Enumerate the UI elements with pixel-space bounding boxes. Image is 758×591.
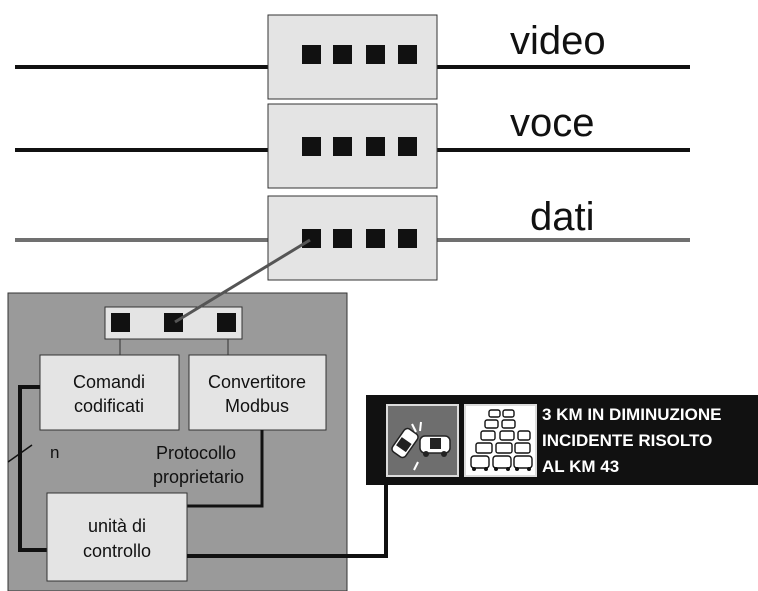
controllo-line-1: unità di: [88, 516, 146, 536]
convertitore-line-1: Convertitore: [208, 372, 306, 392]
unita-di-controllo-block: unità di controllo: [46, 492, 188, 582]
comandi-line-1: Comandi: [73, 372, 145, 392]
bus-width-label: n: [50, 443, 59, 462]
car-crash-icon: [386, 404, 459, 477]
comandi-to-controllo-bus: [18, 385, 47, 552]
cabinet-connector: [104, 306, 243, 340]
convertitore-to-controllo-link: [187, 430, 264, 508]
convertitore-modbus-block: Convertitore Modbus: [188, 354, 327, 431]
channel-label-dati: dati: [530, 195, 595, 239]
bus-n-tick: [7, 444, 33, 463]
comandi-codificati-block: Comandi codificati: [39, 354, 180, 431]
dati-link-line: [174, 238, 311, 324]
variable-message-sign: 3 KM IN DIMINUZIONE INCIDENTE RISOLTO AL…: [366, 395, 758, 485]
traffic-queue-icon: [464, 404, 537, 477]
video-mux-box: [267, 14, 438, 100]
channel-label-video: video: [510, 19, 606, 63]
convertitore-line-2: Modbus: [225, 396, 289, 416]
voce-mux-box: [267, 103, 438, 189]
sign-line-1: 3 KM IN DIMINUZIONE: [542, 405, 721, 424]
protocollo-line-2: proprietario: [153, 467, 244, 487]
comandi-line-2: codificati: [74, 396, 144, 416]
sign-line-3: AL KM 43: [542, 457, 619, 476]
protocollo-line-1: Protocollo: [156, 443, 236, 463]
controllo-line-2: controllo: [83, 541, 151, 561]
dati-mux-box: [267, 195, 438, 281]
sign-line-2: INCIDENTE RISOLTO: [542, 431, 712, 450]
channel-label-voce: voce: [510, 101, 595, 145]
controllo-to-sign-link: [187, 485, 388, 558]
